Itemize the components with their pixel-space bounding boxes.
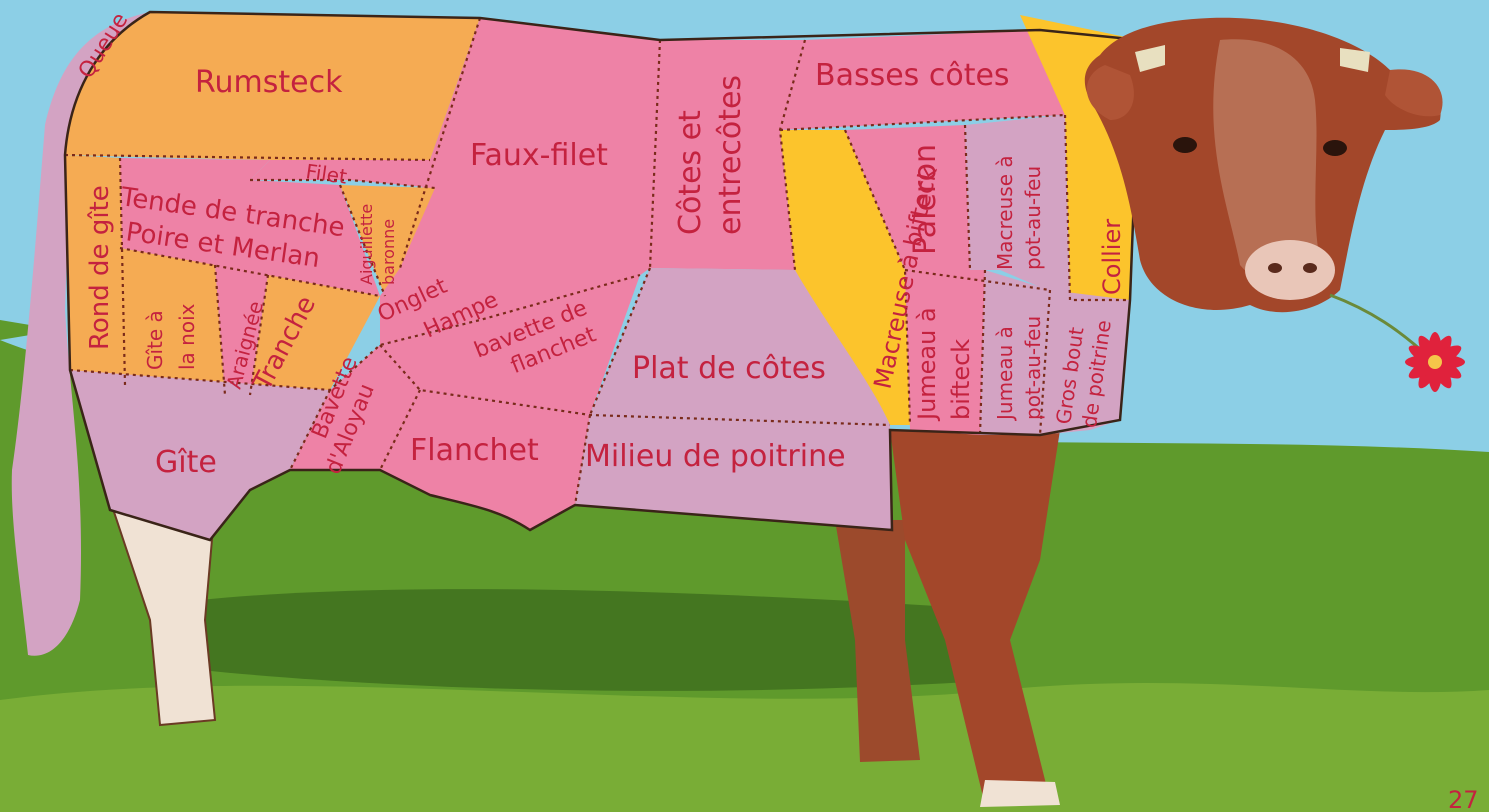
label-basses-cotes: Basses côtes	[815, 58, 1010, 93]
label-jumeau-bifteck-line1: Jumeau à	[913, 307, 941, 422]
hoof	[980, 780, 1060, 807]
label-jumeau-bifteck-line2: bifteck	[947, 339, 975, 420]
label-cotes-line2: entrecôtes	[713, 75, 748, 235]
label-gite-noix-line1: Gîte à	[143, 310, 167, 370]
cow-eye-left	[1173, 137, 1197, 153]
label-collier: Collier	[1098, 219, 1126, 295]
cow-muzzle	[1245, 240, 1335, 300]
label-flanchet: Flanchet	[410, 433, 539, 468]
label-paleron: Paleron	[908, 144, 943, 255]
label-aiguillette-line2: baronne	[379, 219, 398, 285]
label-macreuse-pot-line1: Macreuse à	[993, 155, 1017, 270]
grass-light	[0, 683, 1489, 812]
cow-nostril-2	[1303, 263, 1317, 273]
label-aiguillette-line1: Aiguillette	[357, 204, 376, 285]
region-gite-noix	[120, 248, 225, 395]
label-plat-de-cotes: Plat de côtes	[632, 351, 826, 386]
page-number: 27	[1448, 786, 1479, 812]
label-milieu-de-poitrine: Milieu de poitrine	[585, 439, 846, 474]
label-rumsteck: Rumsteck	[195, 65, 343, 100]
label-rond-de-gite: Rond de gîte	[85, 185, 115, 350]
label-macreuse-pot-line2: pot-au-feu	[1021, 166, 1045, 270]
label-cotes-line1: Côtes et	[673, 110, 708, 235]
cow-nostril	[1268, 263, 1282, 273]
label-gite: Gîte	[155, 445, 217, 480]
label-jumeau-pot-line2: pot-au-feu	[1021, 316, 1045, 420]
cow-eye-right	[1323, 140, 1347, 156]
label-jumeau-pot-line1: Jumeau à	[993, 326, 1017, 422]
label-gite-noix-line2: la noix	[175, 303, 199, 370]
label-faux-filet: Faux-filet	[470, 138, 608, 173]
